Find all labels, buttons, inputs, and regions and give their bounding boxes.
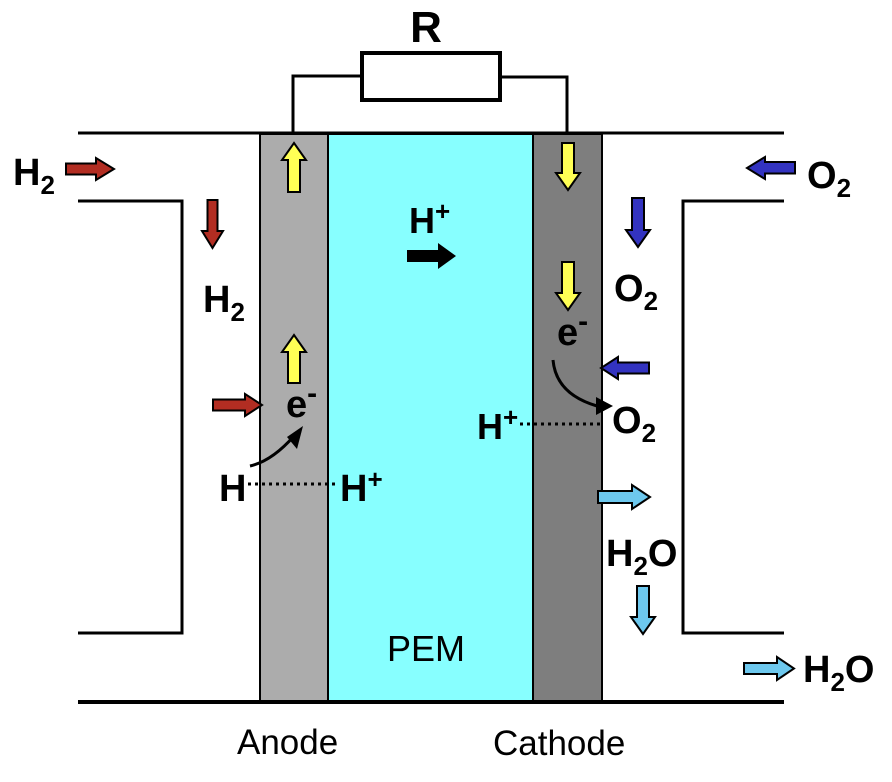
proton-left-label: H+ <box>340 464 383 510</box>
h2-into-anode-arrow <box>212 392 264 418</box>
cathode-bar <box>532 133 603 703</box>
electron-anode-label: e- <box>286 377 317 426</box>
h2-inlet-arrow <box>65 156 116 182</box>
pem-label: PEM <box>387 628 465 669</box>
electron-cathode-curved-arrowhead <box>596 397 613 415</box>
proton-flow-arrow <box>407 243 456 269</box>
o2-into-cathode-arrow <box>599 355 650 381</box>
electron-up-arrow-2 <box>280 333 308 384</box>
circuit-wire-left <box>291 74 362 133</box>
o2-inlet-arrow <box>745 155 796 181</box>
h2o-outlet-label: H2O <box>803 649 874 697</box>
resistor-label: R <box>410 3 442 52</box>
o2-channel-wall <box>681 199 784 635</box>
electron-down-arrow-1 <box>554 142 582 192</box>
proton-cathode-label: H+ <box>477 402 518 447</box>
electron-cathode-label: e- <box>557 305 588 354</box>
o2-channel-label: O2 <box>614 268 658 316</box>
anode-bar <box>259 133 329 703</box>
electron-anode-curved-arrowhead <box>287 426 303 449</box>
h2-channel-wall <box>78 199 184 635</box>
h2-inlet-label: H2 <box>13 152 55 200</box>
proton-membrane-label: H+ <box>409 196 450 241</box>
h2o-down-arrow <box>629 585 657 636</box>
h2o-channel-label: H2O <box>606 533 677 581</box>
h2-channel-arrow <box>200 199 225 250</box>
o2-reaction-label: O2 <box>612 400 656 448</box>
pem-membrane <box>327 133 534 703</box>
resistor-box <box>360 51 502 102</box>
o2-inlet-label: O2 <box>807 155 851 203</box>
h-atom-label: H <box>219 468 246 510</box>
o2-channel-arrow <box>624 197 652 249</box>
electron-up-arrow-1 <box>280 141 308 193</box>
cathode-label: Cathode <box>493 724 625 763</box>
electron-cathode-curved-arrow <box>551 359 598 408</box>
h2-channel-label: H2 <box>203 279 245 327</box>
circuit-wire-right <box>500 75 569 133</box>
h2o-outlet-arrow <box>743 655 796 682</box>
h2o-from-cathode-arrow <box>597 483 652 511</box>
anode-label: Anode <box>237 723 338 762</box>
electron-down-arrow-2 <box>554 261 582 312</box>
